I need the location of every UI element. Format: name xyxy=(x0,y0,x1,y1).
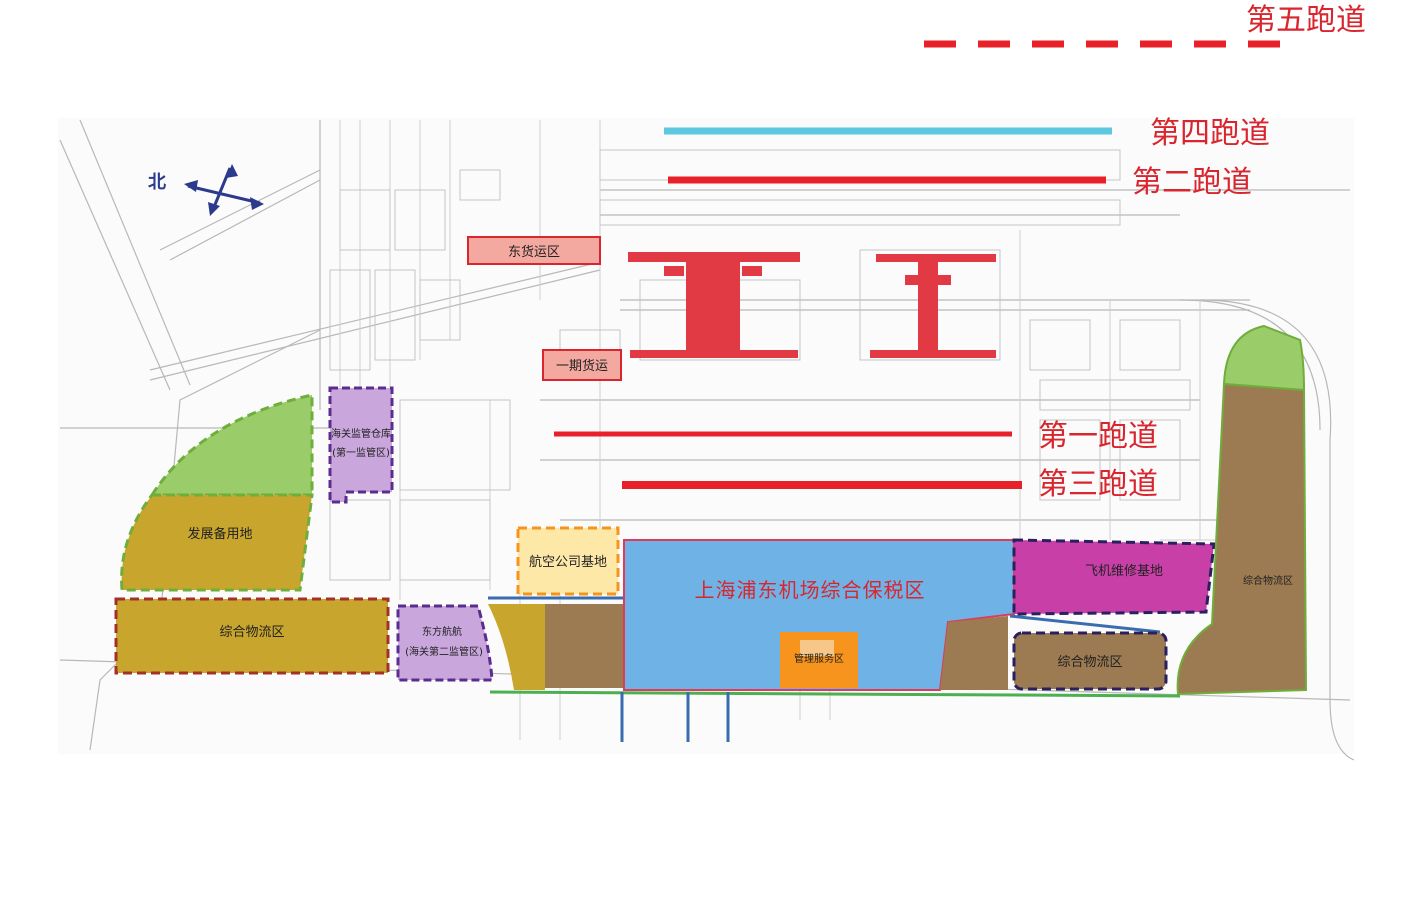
building-blocks xyxy=(329,149,1191,581)
runway-3-label: 第三跑道 xyxy=(1038,467,1158,502)
zone-phase1-cargo xyxy=(542,349,622,381)
zone-airline-base-label: 航空公司基地 xyxy=(529,554,607,570)
runway-1-label: 第一跑道 xyxy=(1038,419,1158,454)
zone-logistics-west-label: 综合物流区 xyxy=(219,625,284,640)
zone-customs-warehouse-label-a: 海关监管仓库 xyxy=(331,427,391,440)
south-boundary-line xyxy=(489,690,1181,698)
zone-east-cargo-label: 东货运区 xyxy=(508,244,560,260)
zone-customs-warehouse-label-b: (第一监管区) xyxy=(332,446,390,459)
zone-brown-east-patch xyxy=(940,616,1008,690)
south-channels xyxy=(620,692,730,742)
zone-reserve-land xyxy=(120,493,314,592)
zone-olive-south-patch xyxy=(488,604,545,690)
zone-aircraft-maintenance-label: 飞机维修基地 xyxy=(1085,564,1163,579)
zone-logistics-south xyxy=(1012,631,1168,691)
zone-green-west xyxy=(149,393,314,497)
runway-4-label: 第四跑道 xyxy=(1150,116,1270,151)
zone-logistics-south-label: 综合物流区 xyxy=(1057,655,1122,670)
zone-eastern-airlines xyxy=(396,604,494,682)
zone-eastern-airlines-label-b: (海关第二监管区) xyxy=(405,645,483,658)
zone-east-cargo xyxy=(467,236,601,265)
terminal-1 xyxy=(628,252,800,358)
north-label: 北 xyxy=(148,172,166,193)
runway-2-label: 第二跑道 xyxy=(1132,165,1252,200)
zone-customs-warehouse xyxy=(328,386,394,504)
north-arrow xyxy=(184,164,264,216)
runway-5-label: 第五跑道 xyxy=(1246,3,1366,38)
zone-eastern-airlines-label-a: 东方航航 xyxy=(422,625,462,638)
zone-logistics-east xyxy=(1176,382,1308,696)
zone-green-east xyxy=(1222,324,1306,392)
terminal-2 xyxy=(870,254,996,358)
zone-service-center-label: 管理服务区 xyxy=(794,652,844,665)
zone-logistics-west xyxy=(114,597,390,675)
canal-east xyxy=(1009,614,1161,634)
zone-aircraft-maintenance xyxy=(1012,538,1216,616)
zone-phase1-cargo-label: 一期货运 xyxy=(556,358,608,374)
zone-reserve-land-label: 发展备用地 xyxy=(187,526,252,542)
zone-service-center-core xyxy=(800,640,834,656)
zone-logistics-east-label: 综合物流区 xyxy=(1243,574,1293,587)
zone-airline-base xyxy=(516,526,620,596)
zone-free-trade-label: 上海浦东机场综合保税区 xyxy=(695,578,926,602)
zone-brown-south-patch xyxy=(545,604,623,688)
